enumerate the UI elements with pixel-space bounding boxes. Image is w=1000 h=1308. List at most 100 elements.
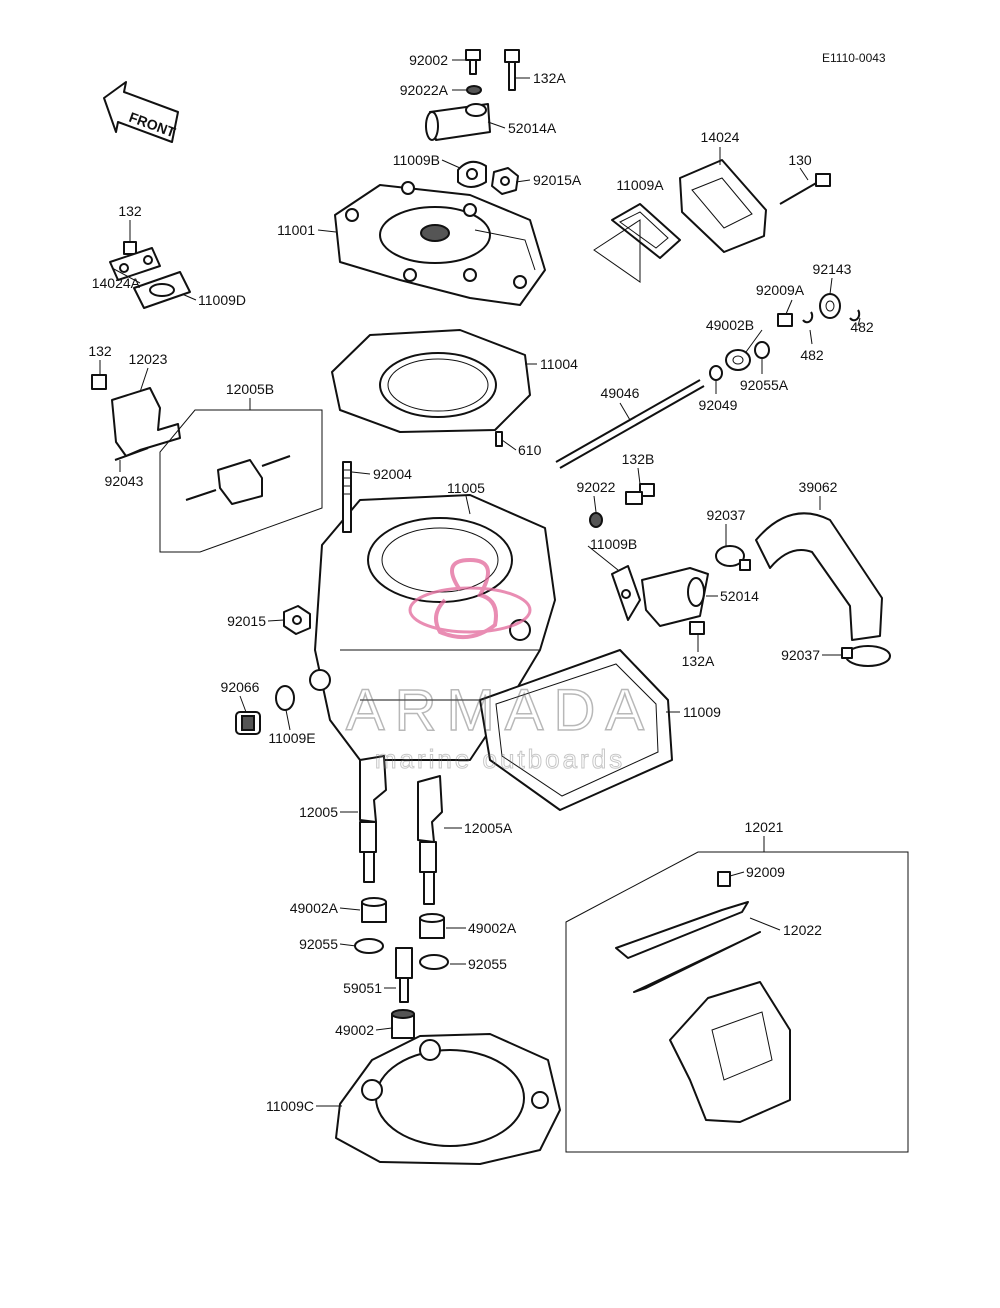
part-label-92055-left: 92055 (299, 936, 338, 952)
bolt-92009A (777, 313, 793, 327)
bolt-132A-top (504, 49, 520, 91)
bolt-132A-mid (689, 621, 705, 635)
part-label-92143: 92143 (813, 261, 852, 277)
reed-valve-assembly-12021-box (565, 851, 909, 1153)
gasket-11009D (133, 271, 191, 309)
part-label-52014A: 52014A (508, 120, 557, 136)
washer-92049 (709, 365, 723, 381)
gasket-11009A (593, 203, 681, 283)
stud-92004 (342, 461, 352, 533)
nut-92015 (283, 605, 311, 635)
gasket-11009 (479, 649, 673, 811)
part-label-12021: 12021 (745, 819, 784, 835)
o-ring-92055-left (354, 938, 384, 954)
part-label-11009E: 11009E (268, 730, 315, 746)
bolt-130 (779, 173, 831, 205)
nut-92015A (491, 167, 519, 195)
part-label-132B: 132B (622, 451, 655, 467)
part-label-49002A-left: 49002A (290, 900, 339, 916)
water-outlet-52014A (425, 103, 491, 141)
part-label-12022: 12022 (783, 922, 822, 938)
hose-39062 (755, 512, 883, 641)
part-label-49002A-right: 49002A (468, 920, 517, 936)
part-label-92037-b: 92037 (781, 647, 820, 663)
shaft-49046 (555, 379, 705, 469)
part-label-92009A: 92009A (756, 282, 805, 298)
part-label-11004: 11004 (540, 356, 578, 372)
part-label-59051: 59051 (343, 980, 382, 996)
part-label-92015A: 92015A (533, 172, 582, 188)
part-label-39062: 39062 (799, 479, 838, 495)
part-label-92043: 92043 (105, 473, 144, 489)
circlip-482-a (849, 309, 861, 322)
part-label-92037-a: 92037 (707, 507, 746, 523)
collar-92143 (819, 293, 841, 319)
part-label-482-b: 482 (800, 347, 824, 363)
part-label-12005: 12005 (299, 804, 338, 820)
part-label-132A-mid: 132A (682, 653, 715, 669)
watermark-logo-icon (408, 557, 532, 640)
part-label-92004: 92004 (373, 466, 412, 482)
clamp-92037-a (715, 545, 751, 571)
bolt-132-mid (91, 374, 107, 390)
o-ring-92055-right (419, 954, 449, 970)
part-label-92022: 92022 (577, 479, 616, 495)
bolt-132-left (123, 241, 137, 255)
part-label-11009: 11009 (683, 704, 721, 720)
exhaust-valve-12005A (417, 775, 443, 905)
clamp-92037-b (841, 645, 891, 667)
part-label-49002: 49002 (335, 1022, 374, 1038)
part-label-92055A: 92055A (740, 377, 789, 393)
bracket-12023 (111, 387, 181, 457)
part-label-92022A: 92022A (400, 82, 449, 98)
part-labels: 92002 92022A 132A 52014A 11009B 92015A 1… (88, 52, 874, 1114)
part-label-12023: 12023 (129, 351, 168, 367)
bolt-92002 (465, 49, 481, 75)
part-label-92002: 92002 (409, 52, 448, 68)
part-label-610: 610 (518, 442, 542, 458)
part-label-11009B-top: 11009B (393, 152, 440, 168)
gasket-11009E (275, 685, 295, 711)
leader-lines (99, 59, 861, 1107)
seal-49002 (391, 1009, 415, 1039)
part-label-11001: 11001 (277, 222, 315, 238)
part-label-132A-top: 132A (533, 70, 566, 86)
watermark-brand: ARMADA (346, 678, 654, 743)
part-label-11005: 11005 (447, 480, 485, 496)
valve-subassembly-12005B-box (159, 409, 323, 553)
part-label-14024A: 14024A (92, 275, 141, 291)
seal-49002A-left (361, 897, 387, 923)
part-label-130: 130 (788, 152, 812, 168)
part-label-49046: 49046 (601, 385, 640, 401)
part-label-11009B-mid: 11009B (590, 536, 637, 552)
front-direction-arrow-icon: FRONT (103, 81, 179, 143)
part-label-92009: 92009 (746, 864, 785, 880)
washer-92022 (589, 512, 603, 528)
part-label-482-a: 482 (850, 319, 874, 335)
seal-49002A-right (419, 913, 445, 939)
pin-92043 (114, 447, 149, 461)
part-label-92015: 92015 (227, 613, 266, 629)
part-label-92055-right: 92055 (468, 956, 507, 972)
washer-92022A (466, 85, 482, 95)
dowel-pin-610 (495, 431, 503, 447)
cover-14024A (109, 247, 161, 281)
part-label-52014: 52014 (720, 588, 759, 604)
circlip-482-b (802, 311, 814, 324)
bolt-132B (625, 483, 655, 505)
diagram-code: E1110-0043 (822, 51, 886, 65)
cover-14024 (679, 159, 767, 253)
part-label-11009A: 11009A (616, 177, 664, 193)
part-label-11009C: 11009C (266, 1098, 314, 1114)
shaft-59051 (395, 947, 413, 1003)
watermark-tagline: marine outboards (375, 744, 625, 774)
exhaust-valve-12005 (359, 755, 387, 883)
fitting-52014 (641, 567, 709, 627)
cylinder-head-11001 (334, 181, 546, 306)
part-label-92066: 92066 (221, 679, 260, 695)
part-label-132-left: 132 (118, 203, 142, 219)
part-label-12005A: 12005A (464, 820, 513, 836)
part-label-132-mid: 132 (88, 343, 112, 359)
